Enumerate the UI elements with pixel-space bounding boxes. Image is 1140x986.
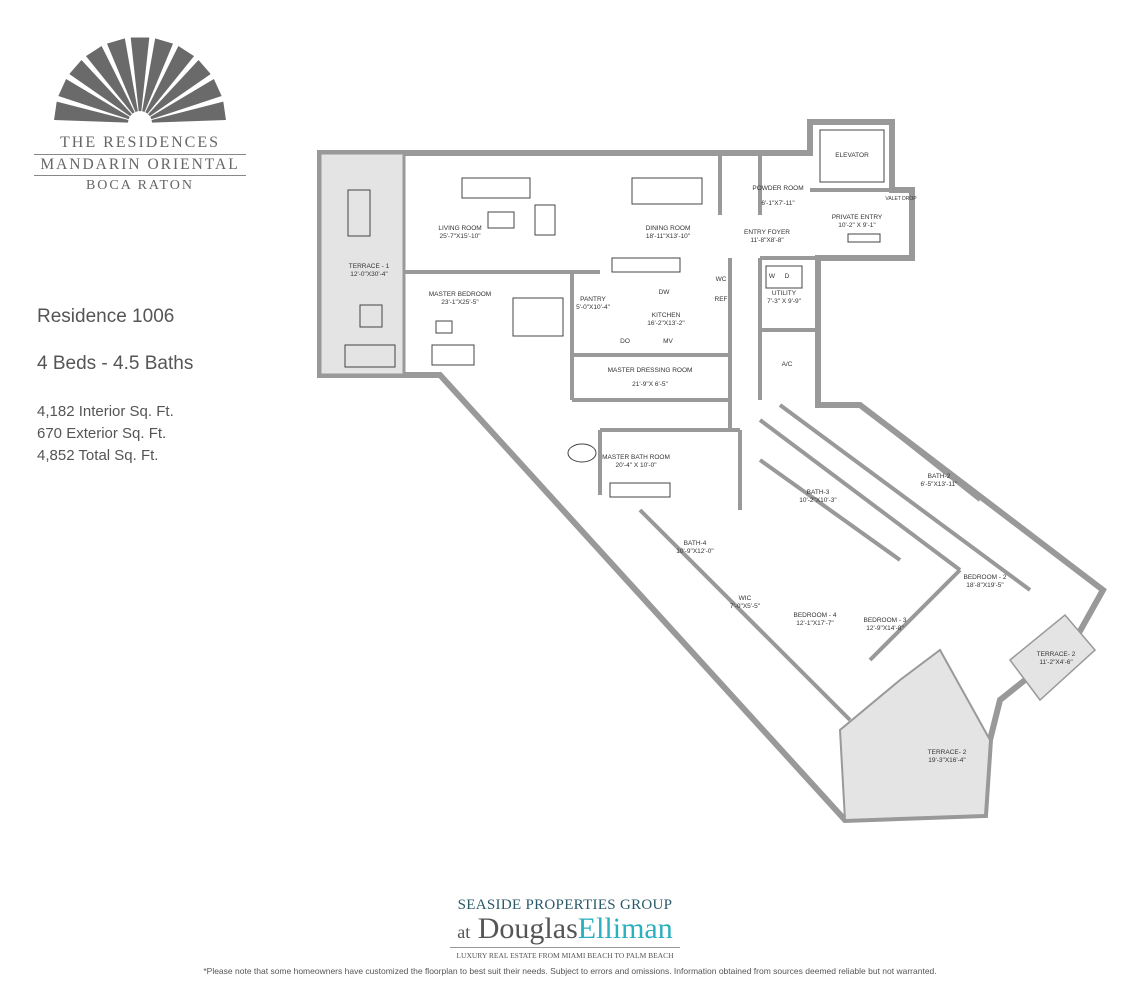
room-kitchen-dim: 16'-2"X13'-2" — [647, 320, 685, 327]
room-master-bath: MASTER BATH ROOM — [602, 454, 670, 461]
room-terrace-2-small-dim: 11'-2"X4'-6" — [1039, 659, 1073, 666]
room-powder-dim: 6'-1"X7'-11" — [761, 200, 795, 207]
wc-label: WC — [716, 276, 727, 283]
room-ac: A/C — [782, 361, 793, 368]
room-utility: UTILITY — [772, 290, 797, 297]
fan-blade — [106, 38, 138, 112]
total-sqft: 4,852 Total Sq. Ft. — [37, 447, 159, 464]
room-bedroom-3: BEDROOM - 3 — [864, 617, 907, 624]
fan-blade — [150, 79, 222, 120]
interior-walls — [404, 153, 1032, 722]
interior-sqft: 4,182 Interior Sq. Ft. — [37, 403, 174, 420]
brand-douglas: Douglas — [477, 912, 578, 945]
fan-blade — [69, 59, 132, 117]
beds-baths: 4 Beds - 4.5 Baths — [37, 353, 194, 374]
mv-label: MV — [663, 338, 673, 345]
square-footage: 4,182 Interior Sq. Ft. 670 Exterior Sq. … — [37, 401, 174, 467]
room-pantry-dim: 5'-0"X10'-4" — [576, 304, 611, 311]
room-bath-2-dim: 6'-5"X13'-11" — [921, 481, 959, 488]
room-bedroom-4-dim: 12'-1"X17'-7" — [796, 620, 834, 627]
brand-line-1: SEASIDE PROPERTIES GROUP — [457, 897, 673, 913]
room-terrace-1: TERRACE - 1 — [349, 263, 390, 270]
disclaimer: *Please note that some homeowners have c… — [203, 966, 937, 976]
room-bath-3: BATH-3 — [807, 489, 830, 496]
room-bedroom-2: BEDROOM - 2 — [964, 574, 1007, 581]
room-powder: POWDER ROOM — [752, 185, 803, 192]
logo-line-1: THE RESIDENCES — [60, 134, 220, 151]
brand-at: at — [457, 922, 471, 942]
fan-blade — [85, 46, 135, 114]
brand-logo: SEASIDE PROPERTIES GROUP at DouglasEllim… — [440, 897, 690, 960]
fan-blade — [145, 46, 195, 114]
room-utility-dim: 7'-3" X 9'-9" — [767, 298, 802, 305]
fan-blade — [142, 38, 174, 112]
room-bath-2: BATH-2 — [928, 473, 951, 480]
room-living-dim: 25'-7"X15'-10" — [439, 233, 481, 240]
room-dining: DINING ROOM — [646, 225, 691, 232]
room-dressing: MASTER DRESSING ROOM — [608, 367, 693, 374]
residence-title: Residence 1006 — [37, 306, 175, 327]
room-foyer-dim: 11'-8"X8'-8" — [750, 237, 784, 244]
logo-line-2: MANDARIN ORIENTAL — [34, 154, 246, 176]
furniture — [344, 129, 885, 498]
room-pantry: PANTRY — [580, 296, 606, 303]
room-elevator: ELEVATOR — [835, 152, 869, 159]
room-master-bedroom-dim: 23'-1"X25'-5" — [441, 299, 479, 306]
room-master-bath-dim: 20'-4" X 10'-0" — [615, 462, 657, 469]
brand-elliman: Elliman — [577, 912, 673, 945]
room-terrace-2-dim: 19'-3"X16'-4" — [928, 757, 966, 764]
terrace-2-area — [838, 648, 992, 822]
room-wic: WIC — [739, 595, 752, 602]
room-foyer: ENTRY FOYER — [744, 229, 790, 236]
fan-blade — [151, 101, 226, 123]
room-private-entry: PRIVATE ENTRY — [832, 214, 883, 221]
fan-blade — [54, 101, 129, 123]
room-bath-4-dim: 10'-9"X12'-0" — [676, 548, 714, 555]
room-terrace-1-dim: 12'-0"X30'-4" — [350, 271, 388, 278]
room-master-bedroom: MASTER BEDROOM — [429, 291, 491, 298]
logo-line-3: BOCA RATON — [85, 178, 195, 193]
room-living: LIVING ROOM — [438, 225, 481, 232]
washer-label: W — [769, 273, 776, 280]
room-dressing-dim: 21'-9"X 6'-5" — [632, 381, 668, 388]
ref-label: REF — [715, 296, 728, 303]
mandarin-logo: THE RESIDENCES MANDARIN ORIENTAL BOCA RA… — [30, 35, 250, 194]
room-dining-dim: 18'-11"X13'-10" — [646, 233, 691, 240]
terrace-2-small-area — [1008, 613, 1097, 702]
do-label: DO — [620, 338, 630, 345]
fan-blade — [58, 79, 130, 120]
fan-blade — [148, 59, 211, 117]
room-bedroom-2-dim: 18'-8"X19'-5" — [966, 582, 1004, 589]
dw-label: DW — [659, 289, 671, 296]
room-kitchen: KITCHEN — [652, 312, 681, 319]
room-terrace-2: TERRACE- 2 — [928, 749, 967, 756]
brand-name: at DouglasElliman — [440, 914, 690, 947]
exterior-sqft: 670 Exterior Sq. Ft. — [37, 425, 167, 442]
room-bedroom-4: BEDROOM - 4 — [794, 612, 837, 619]
room-wic-dim: 7'-0"X5'-5" — [730, 603, 761, 610]
room-bath-4: BATH-4 — [684, 540, 707, 547]
brand-tagline: LUXURY REAL ESTATE FROM MIAMI BEACH TO P… — [450, 947, 680, 960]
room-bath-3-dim: 10'-2"X10'-3" — [799, 497, 837, 504]
valet-drop: VALET DROP — [885, 196, 917, 202]
room-bedroom-3-dim: 12'-9"X14'-8" — [866, 625, 904, 632]
room-private-entry-dim: 10'-2" X 9'-1" — [838, 222, 876, 229]
fan-blade — [130, 37, 150, 112]
fan-logo-icon — [54, 37, 226, 123]
dryer-label: D — [785, 273, 790, 280]
room-terrace-2-small: TERRACE- 2 — [1037, 651, 1076, 658]
